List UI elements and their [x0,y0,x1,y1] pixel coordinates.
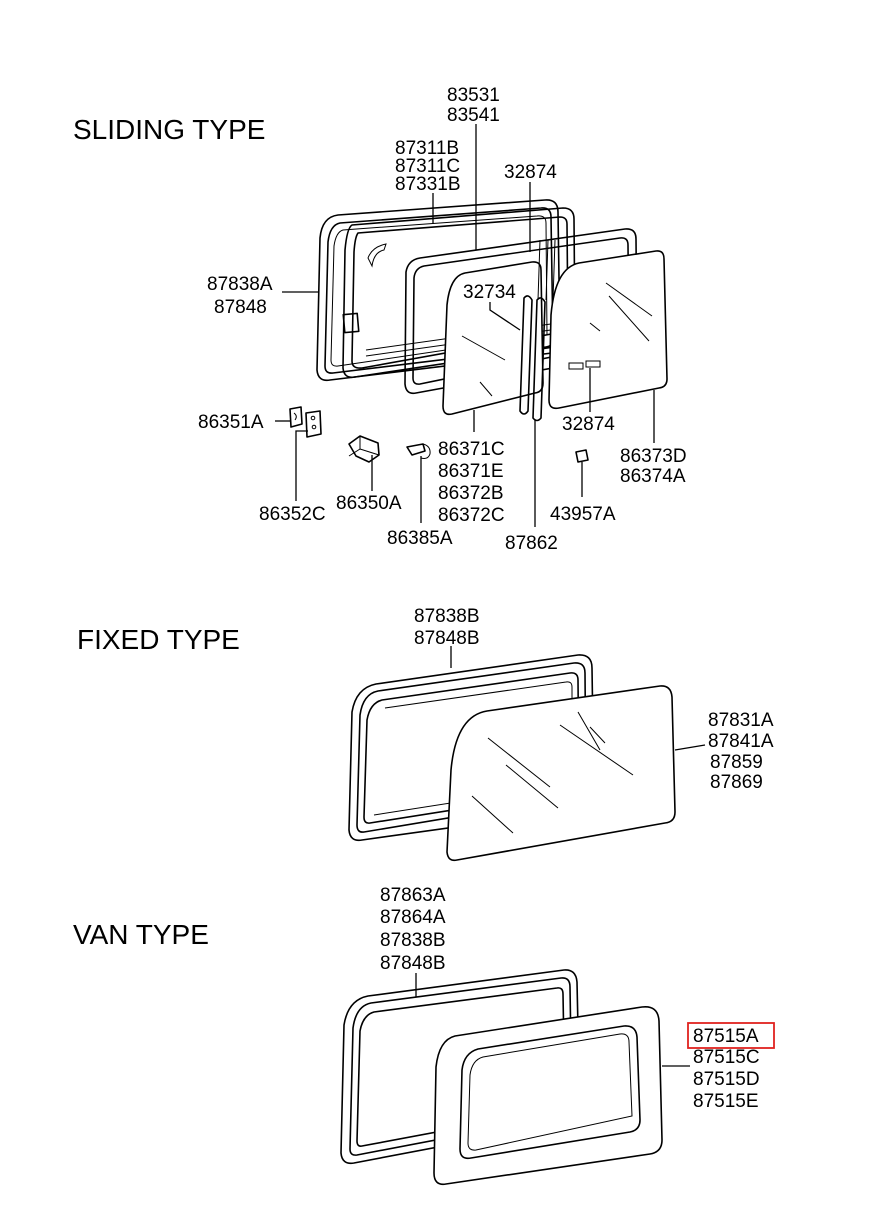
part-label: 87838A [207,274,273,295]
part-label: 87841A [708,731,774,752]
part-label: 87331B [395,174,461,195]
van-type-section: VAN TYPE 87863A 87864A 87838B 87848B 875… [73,885,775,1186]
part-label: 87862 [505,533,558,554]
part-label-highlighted[interactable]: 87515A [693,1026,759,1047]
part-label: 87848B [380,953,446,974]
part-label: 86351A [198,412,264,433]
part-label: 87838B [414,606,480,627]
part-label: 87848B [414,628,480,649]
part-label: 86373D [620,446,687,467]
part-label: 87848 [214,297,267,318]
part-label: 32874 [562,414,615,435]
sliding-type-title: SLIDING TYPE [73,114,265,145]
part-label: 87864A [380,907,446,928]
part-label: 86372C [438,505,505,526]
sliding-leader-lines [275,124,655,527]
sliding-glass-left [442,261,544,416]
screw-86385A [406,443,431,459]
latch-bracket-86351A [289,406,303,428]
van-leader-lines [415,973,690,1067]
part-label: 87863A [380,885,446,906]
part-label: 32734 [463,282,516,303]
part-label: 43957A [550,504,616,525]
sliding-division-bars [519,239,556,422]
sliding-type-section: SLIDING TYPE [73,85,687,554]
latch-clip-86350A [348,435,380,463]
latch-plate-86352C [305,410,322,438]
part-label: 86372B [438,483,504,504]
part-label: 87838B [380,930,446,951]
part-label: 87311B [395,138,459,159]
van-glass-panel [433,1005,663,1186]
fixed-weatherstrip-frame [348,654,595,842]
part-label: 86371E [438,461,504,482]
van-weatherstrip-frame [340,969,581,1165]
part-label: 86350A [336,493,402,514]
part-label: 83541 [447,105,500,126]
part-label: 32874 [504,162,557,183]
part-label: 86371C [438,439,505,460]
part-label: 86374A [620,466,686,487]
part-label: 87869 [710,772,763,793]
sliding-glass-right [548,250,668,410]
fixed-leader-lines [450,646,706,751]
part-label: 87311C [395,156,460,177]
part-label: 86385A [387,528,453,549]
fixed-type-title: FIXED TYPE [77,624,240,655]
part-label: 87515E [693,1091,759,1112]
part-label: 87515C [693,1047,760,1068]
highlight-box [687,1022,775,1049]
fixed-type-section: FIXED TYPE 87838B 87848B 87831A 87841A 8… [77,606,774,862]
part-label: 87831A [708,710,774,731]
part-label: 83531 [447,85,500,106]
part-label: 86352C [259,504,326,525]
fixed-glass [446,685,676,862]
van-type-title: VAN TYPE [73,919,209,950]
part-label: 87515D [693,1069,760,1090]
part-label: 87859 [710,752,763,773]
stopper-43957A [575,449,589,463]
